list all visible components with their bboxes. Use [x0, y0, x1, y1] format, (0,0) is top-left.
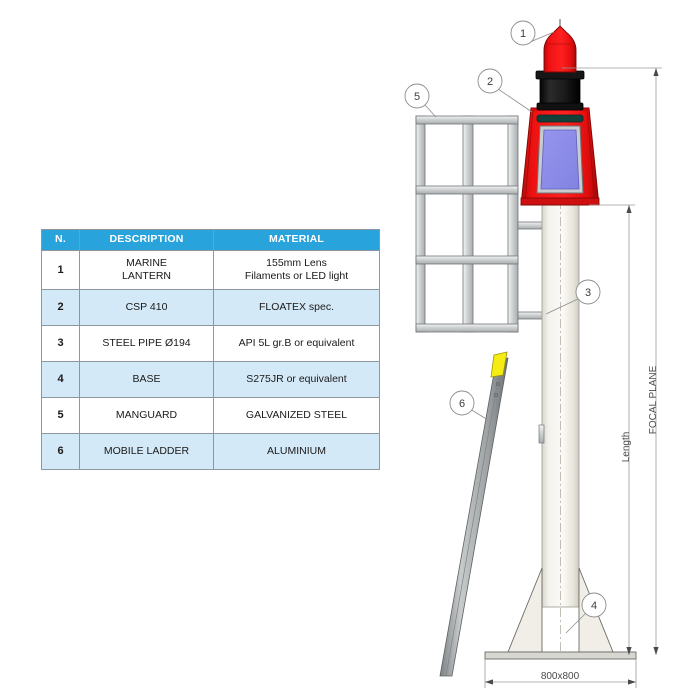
housing-base-flange — [520, 197, 600, 206]
mat-line-1: 155mm Lens — [266, 256, 327, 269]
base-plate — [484, 651, 637, 660]
base-width-arrow-left — [485, 679, 493, 685]
parts-legend-table: N. DESCRIPTION MATERIAL 1 MARINE LANTERN… — [41, 229, 380, 470]
cell-description: CSP 410 — [79, 289, 214, 326]
callout-4-leader — [565, 612, 587, 634]
mat-line-2: Filaments or LED light — [244, 270, 349, 282]
callout-6-label: 6 — [459, 398, 465, 410]
desc-line-1: MARINE — [126, 256, 167, 269]
cell-description: STEEL PIPE Ø194 — [79, 325, 214, 362]
callout-6-bubble[interactable] — [449, 390, 475, 416]
cell-number: 1 — [41, 250, 80, 290]
housing-handle-bar — [536, 114, 584, 123]
column-header-material: MATERIAL — [213, 229, 380, 251]
base-width-label: 800x800 — [541, 671, 580, 682]
callout-4-bubble[interactable] — [581, 592, 607, 618]
lantern-housing — [520, 107, 600, 206]
table-row: 2 CSP 410 FLOATEX spec. — [41, 289, 380, 326]
length-arrow-bottom — [626, 647, 632, 655]
ladder-bolt-lower — [494, 393, 498, 397]
callout-6-leader — [469, 408, 489, 421]
manguard-stile-right — [507, 115, 519, 333]
manguard-stile-mid — [462, 115, 474, 333]
cell-material: ALUMINIUM — [213, 433, 380, 470]
callout-2-bubble[interactable] — [477, 68, 503, 94]
cell-material: S275JR or equivalent — [213, 361, 380, 398]
mobile-ladder — [439, 351, 509, 677]
cell-number: 4 — [41, 361, 80, 398]
table-row: 4 BASE S275JR or equivalent — [41, 361, 380, 398]
cell-number: 3 — [41, 325, 80, 362]
beacon-elevation-drawing: FOCAL PLANE Length 800x800 — [390, 0, 700, 700]
lantern-lens-dome — [543, 25, 577, 73]
ladder-hook-bracket — [490, 351, 508, 378]
callout-1[interactable]: 1 — [510, 20, 555, 46]
pole-lug-bracket — [538, 424, 545, 444]
callout-3[interactable]: 3 — [545, 279, 601, 315]
drawing-canvas: FOCAL PLANE Length 800x800 — [404, 19, 662, 688]
manguard-rail-bottom — [415, 323, 519, 333]
length-arrow-top — [626, 205, 632, 213]
table-row: 6 MOBILE LADDER ALUMINIUM — [41, 433, 380, 470]
cell-description: MOBILE LADDER — [79, 433, 214, 470]
table-row: 3 STEEL PIPE Ø194 API 5L gr.B or equival… — [41, 325, 380, 362]
callout-1-label: 1 — [520, 28, 526, 40]
callout-1-bubble[interactable] — [510, 20, 536, 46]
callout-5-bubble[interactable] — [404, 83, 430, 109]
cell-number: 6 — [41, 433, 80, 470]
callout-6[interactable]: 6 — [449, 390, 489, 421]
callout-5-label: 5 — [414, 91, 420, 103]
cell-material: API 5L gr.B or equivalent — [213, 325, 380, 362]
marine-lantern — [535, 19, 585, 111]
focal-plane-arrow-top — [653, 68, 659, 76]
callout-3-leader — [545, 297, 581, 315]
cell-number: 2 — [41, 289, 80, 326]
manguard-rail-upper-mid — [415, 185, 519, 195]
cell-description: BASE — [79, 361, 214, 398]
callout-3-label: 3 — [585, 287, 591, 299]
callout-5-leader — [423, 103, 437, 118]
callout-4[interactable]: 4 — [565, 592, 607, 634]
cell-material: GALVANIZED STEEL — [213, 397, 380, 434]
length-label: Length — [621, 432, 632, 463]
table-header-row: N. DESCRIPTION MATERIAL — [41, 229, 380, 251]
callout-2-leader — [497, 88, 533, 113]
cell-number: 5 — [41, 397, 80, 434]
callout-1-leader — [529, 31, 555, 43]
focal-plane-label: FOCAL PLANE — [648, 365, 659, 434]
ladder-bolt-upper — [496, 382, 500, 386]
callout-4-label: 4 — [591, 600, 597, 612]
desc-line-2: LANTERN — [121, 270, 171, 282]
dimension-base-width: 800x800 — [484, 659, 637, 688]
dimension-length: Length — [589, 204, 635, 655]
cell-description: MARINE LANTERN — [79, 250, 214, 290]
ladder-beam-edge — [445, 361, 502, 677]
base-gusset-left — [507, 567, 543, 653]
focal-plane-arrow-bottom — [653, 647, 659, 655]
callout-2-label: 2 — [487, 76, 493, 88]
table-row: 1 MARINE LANTERN 155mm Lens Filaments or… — [41, 250, 380, 290]
manguard-rail-top — [415, 115, 519, 125]
dimension-focal-plane: FOCAL PLANE — [562, 67, 662, 655]
lantern-collar-bottom-flange — [536, 102, 584, 111]
base-width-arrow-right — [628, 679, 636, 685]
column-header-description: DESCRIPTION — [79, 229, 214, 251]
table-row: 5 MANGUARD GALVANIZED STEEL — [41, 397, 380, 434]
column-header-number: N. — [41, 229, 80, 251]
solar-panel — [540, 129, 580, 190]
cell-material: FLOATEX spec. — [213, 289, 380, 326]
manguard-rail-lower-mid — [415, 255, 519, 265]
callout-2[interactable]: 2 — [477, 68, 533, 113]
cell-description: MANGUARD — [79, 397, 214, 434]
steel-pole — [538, 194, 580, 652]
callout-3-bubble[interactable] — [575, 279, 601, 305]
cell-material: 155mm Lens Filaments or LED light — [213, 250, 380, 290]
manguard-stile-left — [415, 115, 426, 333]
callout-5[interactable]: 5 — [404, 83, 437, 118]
